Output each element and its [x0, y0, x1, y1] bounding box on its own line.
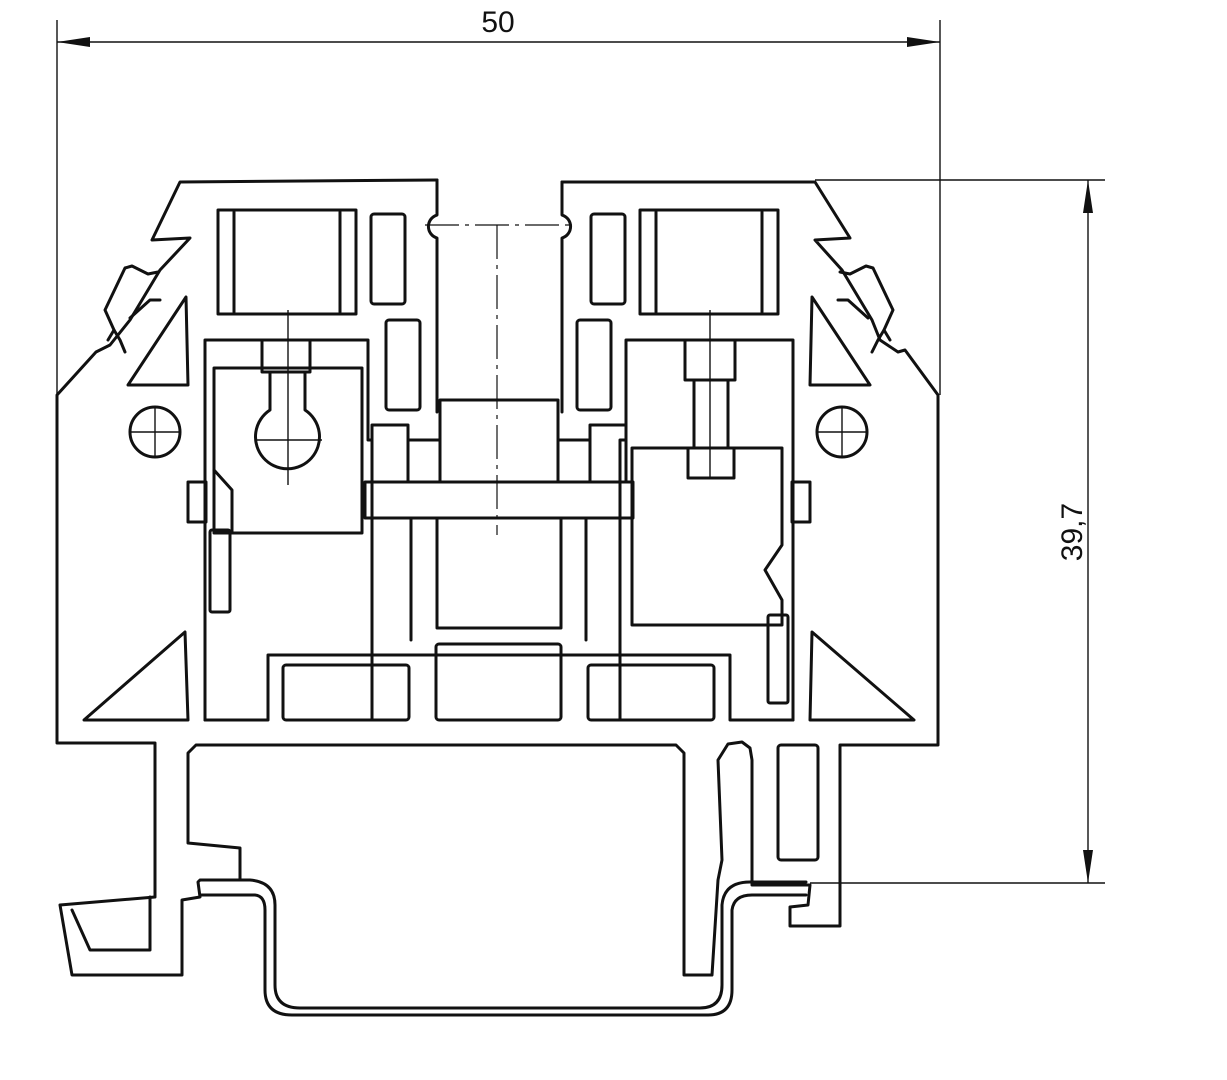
centre-bridge — [363, 224, 635, 642]
din-rail — [70, 743, 820, 1017]
housing-outline — [55, 178, 940, 977]
left-clamp-screw — [216, 208, 358, 316]
left-mounting-hole — [128, 405, 182, 459]
bottom-pockets — [82, 630, 916, 722]
centre-slots — [369, 178, 627, 414]
right-clamp-screw — [638, 208, 780, 316]
left-wire-channel — [103, 264, 190, 387]
right-wire-channel — [808, 264, 895, 387]
width-dimension-label: 50 — [481, 6, 514, 39]
height-dimension: 39,7 — [810, 179, 1105, 884]
right-mounting-hole — [815, 405, 869, 459]
right-inner-chamber — [618, 310, 812, 722]
left-inner-chamber — [186, 310, 374, 722]
width-dimension: 50 — [56, 6, 941, 395]
height-dimension-label: 39,7 — [1056, 503, 1089, 561]
